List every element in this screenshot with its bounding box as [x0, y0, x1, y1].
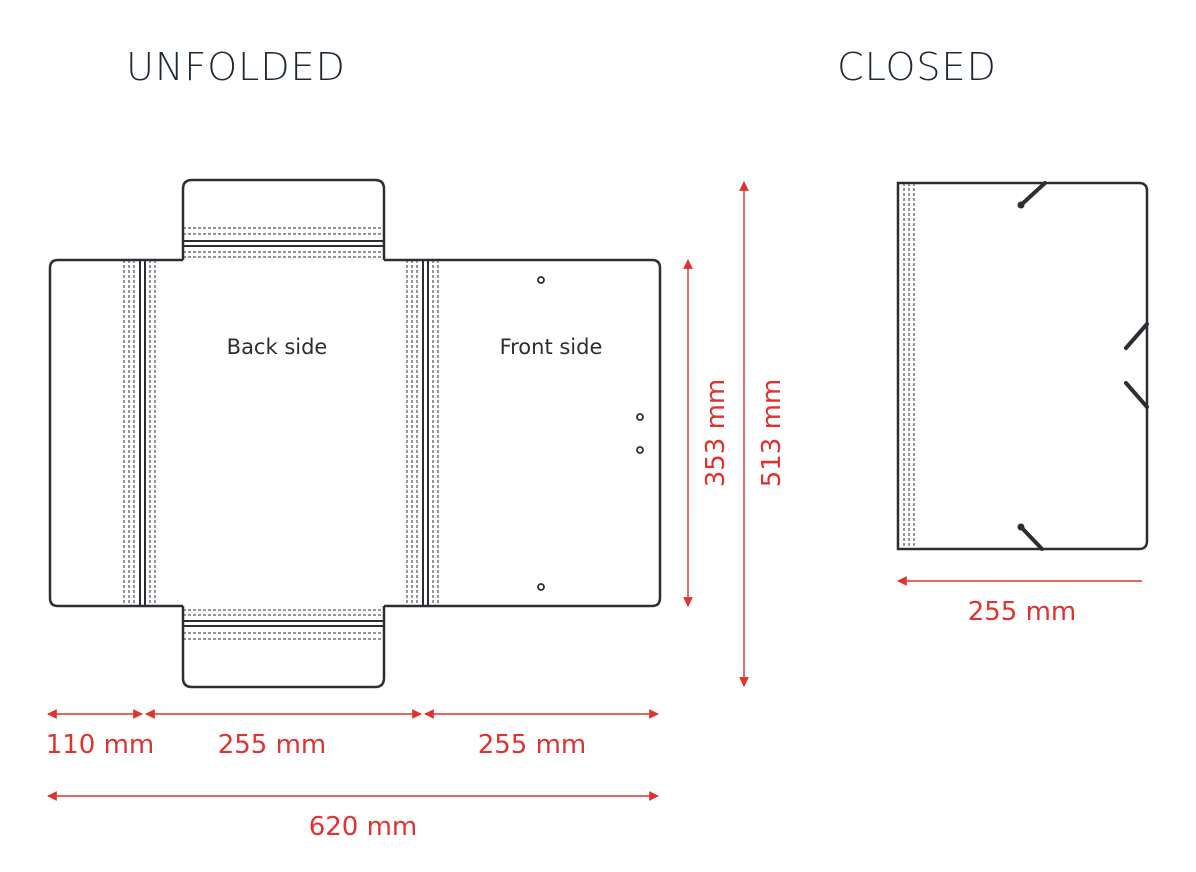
- rivet-bottom: [537, 583, 545, 591]
- back-side-label: Back side: [227, 335, 328, 359]
- unfolded-folder: [48, 178, 662, 689]
- closed-spine-creases: [903, 183, 915, 549]
- closed-folder-outline: [896, 181, 1149, 551]
- flap-width-label: 110 mm: [46, 730, 155, 760]
- front-width-label: 255 mm: [478, 730, 587, 760]
- closed-rivet-bottom: [1017, 523, 1025, 531]
- elastic-right-lower: [1124, 381, 1149, 409]
- rivet-right-lower: [636, 446, 644, 454]
- left-spine-creases: [123, 260, 156, 606]
- bottom-flap-creases: [183, 609, 384, 640]
- rivet-top: [537, 276, 545, 284]
- elastic-right-upper: [1124, 322, 1149, 350]
- elastic-bands: [1019, 181, 1149, 551]
- closed-width-label: 255 mm: [968, 597, 1077, 627]
- closed-rivet-top: [1017, 201, 1025, 209]
- back-width-label: 255 mm: [218, 730, 327, 760]
- rivet-right-upper: [636, 413, 644, 421]
- elastic-top: [1019, 181, 1047, 207]
- front-side-label: Front side: [500, 335, 603, 359]
- middle-spine-creases: [406, 260, 439, 606]
- closed-folder: [896, 181, 1149, 551]
- unfolded-full-height-label: 513 mm: [757, 379, 787, 488]
- top-flap: [181, 178, 386, 260]
- unfolded-dimension-lines: [47, 181, 749, 801]
- closed-title: CLOSED: [837, 45, 997, 89]
- unfolded-title: UNFOLDED: [126, 45, 346, 89]
- elastic-bottom: [1019, 525, 1044, 551]
- total-width-label: 620 mm: [309, 812, 418, 842]
- bottom-flap: [181, 606, 386, 689]
- top-flap-creases: [183, 227, 384, 258]
- unfolded-height-label: 353 mm: [701, 379, 731, 488]
- folder-body-outline: [48, 258, 662, 608]
